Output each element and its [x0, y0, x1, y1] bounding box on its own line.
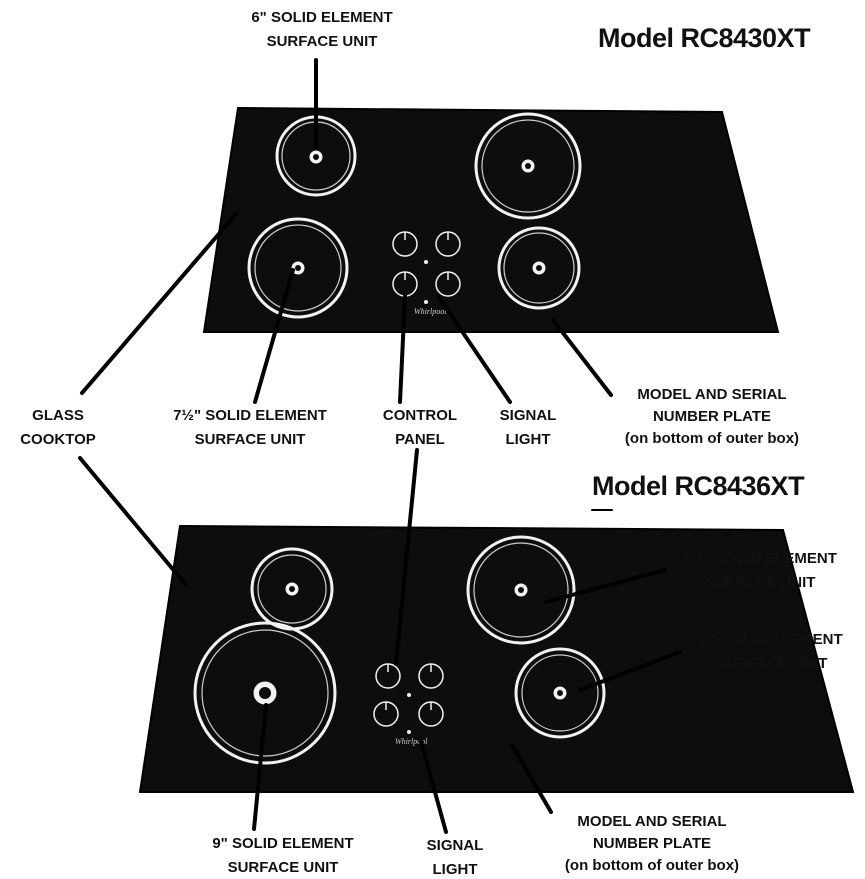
element-7-5in-bottom — [466, 535, 576, 645]
model-title-top: Model RC8430XT — [598, 23, 811, 53]
label-7-5in-top-1: 7½" SOLID ELEMENT — [173, 407, 327, 424]
element-lower-right-top — [497, 226, 581, 310]
control-panel-bottom: Whirlpool — [373, 663, 444, 746]
signal-light-icon — [424, 260, 428, 264]
label-signal-top-2: LIGHT — [506, 431, 551, 448]
label-signal-bottom-2: LIGHT — [433, 861, 478, 878]
label-signal-top-1: SIGNAL — [500, 407, 557, 424]
label-glass-2: COOKTOP — [20, 431, 96, 448]
label-plate-bottom-2: NUMBER PLATE — [593, 835, 711, 852]
label-7-5in-bottom-2: SURFACE UNIT — [705, 574, 816, 591]
label-plate-bottom-1: MODEL AND SERIAL — [577, 813, 726, 830]
label-plate-top-2: NUMBER PLATE — [653, 408, 771, 425]
model-title-bottom: Model RC8436XT — [592, 471, 805, 501]
label-6in-bottom-1: 6" SOLID ELEMENT — [701, 631, 842, 648]
control-panel-top: Whirlpool — [392, 231, 461, 316]
label-7-5in-top-2: SURFACE UNIT — [195, 431, 306, 448]
label-7-5in-bottom-1: 7½" SOLID ELEMENT — [683, 550, 837, 567]
label-9in-1: 9" SOLID ELEMENT — [212, 835, 353, 852]
signal-light-icon — [407, 693, 411, 697]
label-6in-bottom-2: SURFACE UNIT — [717, 655, 828, 672]
signal-light-icon — [424, 300, 428, 304]
element-upper-right-top — [474, 112, 582, 220]
label-6in-top-1: 6" SOLID ELEMENT — [251, 9, 392, 26]
glass-cooktop-bottom — [138, 524, 855, 793]
label-9in-2: SURFACE UNIT — [228, 859, 339, 876]
label-control-1: CONTROL — [383, 407, 457, 424]
brand-logo: Whirlpool — [395, 737, 428, 746]
label-signal-bottom-1: SIGNAL — [427, 837, 484, 854]
label-plate-bottom-3: (on bottom of outer box) — [565, 857, 739, 874]
label-plate-top-1: MODEL AND SERIAL — [637, 386, 786, 403]
label-plate-top-3: (on bottom of outer box) — [625, 430, 799, 447]
label-control-2: PANEL — [395, 431, 445, 448]
leader-lines — [78, 58, 682, 834]
label-glass-1: GLASS — [32, 407, 84, 424]
brand-logo: Whirlpool — [414, 307, 447, 316]
element-6in-bottom — [514, 647, 606, 739]
signal-light-icon — [407, 730, 411, 734]
label-6in-top-2: SURFACE UNIT — [267, 33, 378, 50]
